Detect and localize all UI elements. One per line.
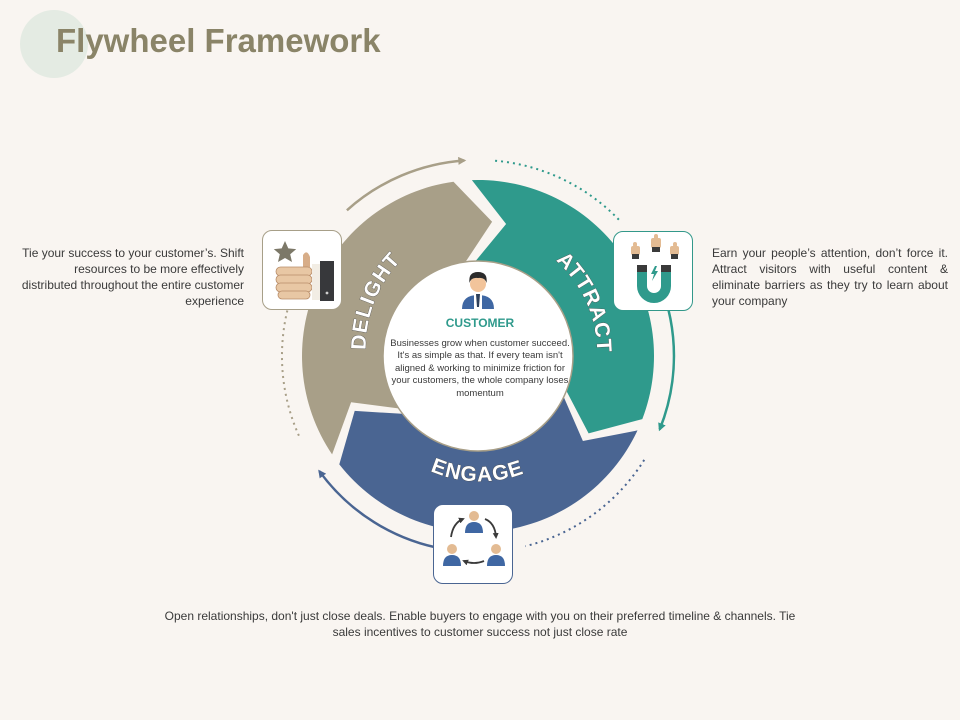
people-cycle-icon bbox=[443, 511, 505, 566]
magnet-icon bbox=[631, 234, 679, 303]
thumbs-up-star-icon bbox=[273, 241, 334, 301]
attract-description: Earn your people’s attention, don’t forc… bbox=[712, 246, 948, 308]
customer-description: Businesses grow when customer succeed. I… bbox=[390, 338, 570, 399]
engage-dotted-arc bbox=[525, 459, 646, 548]
delight-segment[interactable] bbox=[302, 181, 493, 455]
customer-label: CUSTOMER bbox=[445, 316, 515, 330]
engage-icon-box[interactable] bbox=[433, 504, 513, 584]
center-circle bbox=[382, 260, 574, 452]
delight-description: Tie your success to your customer’s. Shi… bbox=[21, 246, 244, 308]
center-text: CUSTOMER Businesses grow when customer s… bbox=[390, 316, 570, 400]
customer-icon bbox=[462, 272, 494, 309]
engage-cycle-arrow bbox=[318, 469, 445, 551]
attract-icon-box[interactable] bbox=[613, 231, 693, 311]
delight-icon-box[interactable] bbox=[262, 230, 342, 310]
engage-segment[interactable] bbox=[339, 395, 638, 533]
engage-description: Open relationships, don't just close dea… bbox=[164, 609, 796, 639]
delight-cycle-arrow bbox=[346, 156, 467, 212]
page-title: Flywheel Framework bbox=[56, 22, 381, 59]
attract-segment[interactable] bbox=[471, 179, 655, 434]
title-decoration bbox=[20, 10, 88, 78]
